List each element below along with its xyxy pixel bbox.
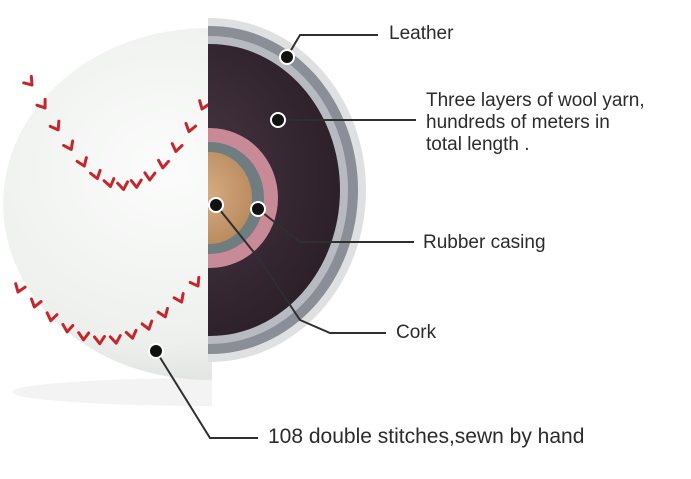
- stitch: [92, 334, 106, 346]
- stitch-leader: [155, 350, 258, 439]
- wool-yarn-label-line-2: hundreds of meters in: [426, 112, 610, 133]
- cross-section: [208, 18, 366, 362]
- cork-core: [208, 152, 252, 244]
- stitch: [102, 177, 116, 189]
- stitch: [48, 119, 61, 132]
- stitch: [198, 99, 211, 111]
- leader-dots: [148, 49, 295, 359]
- stitch: [77, 331, 91, 342]
- stitch: [184, 121, 198, 134]
- leather-dot: [279, 49, 295, 65]
- cork-leader: [215, 204, 386, 334]
- rubber-casing-label: Rubber casing: [423, 232, 546, 253]
- cork-label: Cork: [396, 322, 437, 343]
- wool-dot: [270, 112, 286, 128]
- leader-lines: [155, 34, 416, 439]
- stitch: [172, 292, 185, 304]
- rubber-dot: [250, 201, 266, 217]
- leather-label: Leather: [389, 23, 454, 44]
- wool-yarn-label-line-1: Three layers of wool yarn,: [426, 90, 645, 111]
- wool-yarn-label: Three layers of wool yarn, hundreds of m…: [426, 90, 688, 156]
- stitch: [35, 97, 47, 110]
- stitch: [61, 322, 75, 334]
- stitch: [124, 328, 138, 340]
- stitch: [188, 275, 201, 288]
- stitch: [29, 297, 43, 309]
- wool-yarn-label-line-3: total length .: [426, 134, 530, 155]
- stitch: [129, 178, 143, 189]
- leather-leader: [286, 34, 378, 58]
- stitch-row-top: [22, 74, 211, 191]
- stitch: [157, 158, 170, 170]
- rubber-leader: [257, 208, 414, 243]
- stitch-dot: [148, 343, 164, 359]
- stitch: [140, 319, 154, 331]
- stitch: [108, 334, 122, 345]
- stitch: [143, 171, 157, 182]
- stitches-label: 108 double stitches,sewn by hand: [268, 425, 585, 448]
- stitch: [45, 311, 59, 323]
- stitch: [22, 74, 34, 87]
- stitch: [75, 156, 88, 168]
- stitch: [116, 180, 130, 191]
- stitch: [156, 307, 169, 319]
- stitch: [14, 282, 27, 294]
- cork-dot: [208, 197, 224, 213]
- stitch-row-bottom: [14, 275, 201, 346]
- leather-half: [3, 28, 212, 406]
- stitch: [62, 139, 75, 151]
- stitch: [170, 142, 184, 153]
- stitch: [89, 168, 102, 181]
